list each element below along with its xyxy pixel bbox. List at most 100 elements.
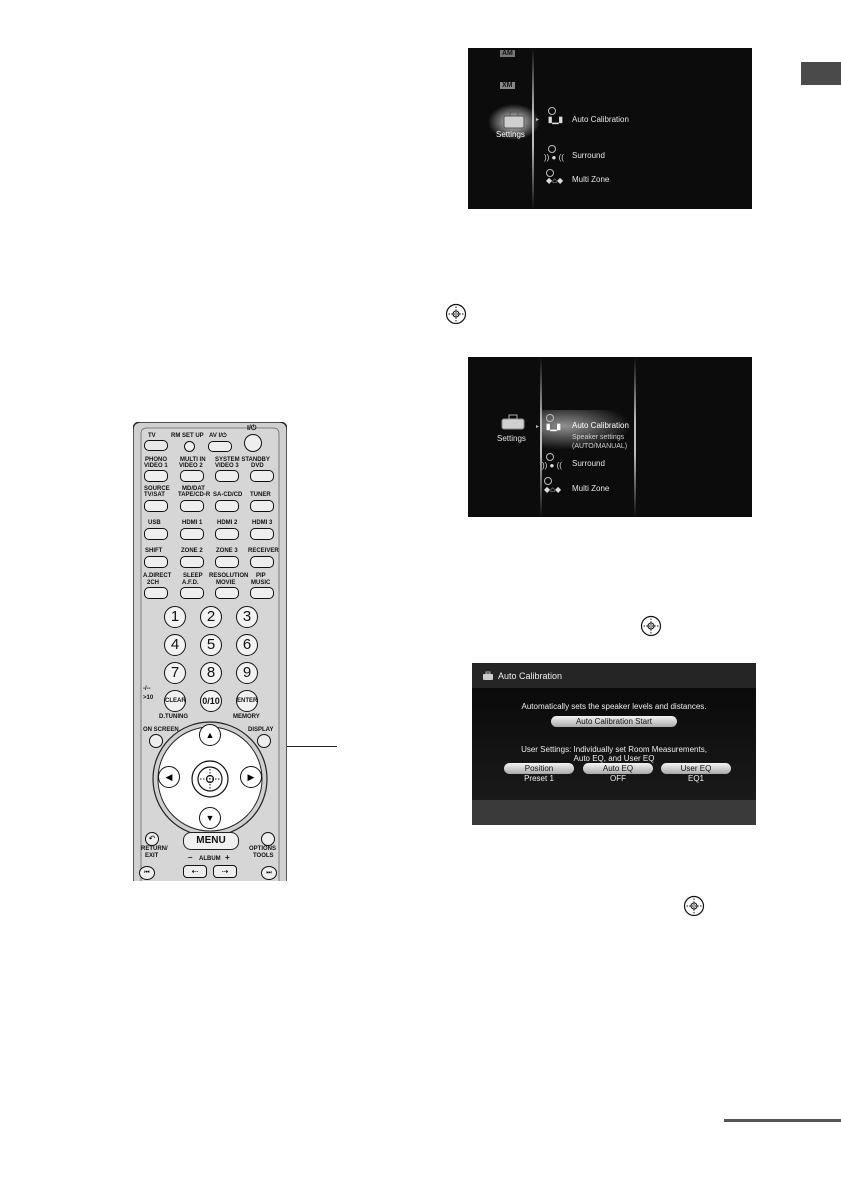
auto-calibration-start-button[interactable]: Auto Calibration Start	[551, 716, 677, 727]
selection-highlight	[542, 410, 632, 450]
music-label: MUSIC	[251, 580, 271, 586]
remote-control: TV RM SET UP AV I/⏻ I/⏻ PHONO VIDEO 1 MU…	[133, 422, 287, 881]
album-label: ALBUM	[199, 856, 221, 862]
shift-label: SHIFT	[145, 548, 163, 554]
av-power-button[interactable]	[208, 441, 232, 452]
status-dot-icon	[546, 169, 554, 177]
rm-set-up-label: RM SET UP	[171, 433, 204, 439]
options-button[interactable]	[261, 832, 275, 846]
position-button[interactable]: Position	[504, 763, 574, 774]
md-dat-label: MD/DAT	[182, 486, 205, 492]
menu-item-multi-zone[interactable]: Multi Zone	[572, 484, 610, 493]
number-7-button[interactable]: 7	[164, 662, 186, 684]
status-dot-icon	[548, 145, 556, 153]
user-eq-button[interactable]: User EQ	[661, 763, 731, 774]
d-tuning-label: D.TUNING	[159, 714, 188, 720]
menu-item-surround[interactable]: Surround	[572, 151, 605, 160]
album-plus-button[interactable]: ⇢	[213, 865, 237, 878]
settings-toolbox-icon	[501, 414, 525, 430]
album-minus-button[interactable]: ⇠	[183, 865, 207, 878]
dvd-label: DVD	[251, 463, 264, 469]
hdmi2-button[interactable]	[215, 528, 239, 540]
enter-button[interactable]: ENTER	[236, 690, 258, 712]
shift-button[interactable]	[144, 556, 168, 568]
left-arrow-button[interactable]: ◀	[158, 766, 180, 788]
return-arrow-icon[interactable]: ↶	[145, 832, 159, 846]
calibration-description: Automatically sets the speaker levels an…	[521, 702, 707, 711]
tv-sat-button[interactable]	[144, 500, 168, 512]
number-6-button[interactable]: 6	[236, 634, 258, 656]
on-screen-button[interactable]	[149, 734, 163, 748]
selection-arrow-icon: ▸	[536, 424, 540, 430]
number-9-button[interactable]: 9	[236, 662, 258, 684]
up-arrow-button[interactable]: ▲	[199, 724, 221, 746]
display-button[interactable]	[257, 734, 271, 748]
status-dot-icon	[546, 453, 554, 461]
number-8-button[interactable]: 8	[200, 662, 222, 684]
music-button[interactable]	[250, 587, 274, 599]
system-standby-label: SYSTEM STANDBY	[215, 457, 270, 463]
rm-set-up-button[interactable]	[184, 441, 195, 452]
menu-screen-1: AM XM Settings ▸ ▮▁▮ Auto Calibration ))…	[468, 48, 752, 209]
display-label: DISPLAY	[248, 727, 274, 733]
center-enter-button[interactable]	[196, 765, 224, 793]
2ch-button[interactable]	[144, 587, 168, 599]
user-eq-value: EQ1	[687, 774, 704, 783]
movie-button[interactable]	[215, 587, 239, 599]
tv-button[interactable]	[144, 440, 168, 451]
hdmi3-button[interactable]	[250, 528, 274, 540]
next-track-icon[interactable]: ⏭	[261, 866, 277, 880]
speaker-icon: ▮▁▮	[546, 422, 561, 431]
zero10-button[interactable]: 0/10	[200, 690, 222, 712]
number-1-button[interactable]: 1	[164, 606, 186, 628]
tuner-button[interactable]	[250, 500, 274, 512]
power-button[interactable]	[244, 434, 262, 452]
tools-label: TOOLS	[253, 853, 274, 859]
tuner-label: TUNER	[250, 492, 271, 498]
options-label: OPTIONS	[249, 846, 277, 852]
number-2-button[interactable]: 2	[200, 606, 222, 628]
menu-button[interactable]: MENU	[183, 832, 239, 850]
tape-cdr-button[interactable]	[180, 500, 204, 512]
clear-button[interactable]: CLEAR	[164, 690, 186, 712]
hdmi1-button[interactable]	[180, 528, 204, 540]
hdmi1-label: HDMI 1	[182, 520, 203, 526]
number-5-button[interactable]: 5	[200, 634, 222, 656]
number-3-button[interactable]: 3	[236, 606, 258, 628]
calibration-title: Auto Calibration	[498, 671, 563, 681]
menu-separator	[634, 357, 636, 517]
zone3-button[interactable]	[215, 556, 239, 568]
hdmi2-label: HDMI 2	[217, 520, 238, 526]
video3-button[interactable]	[215, 470, 239, 482]
menu-item-auto-calibration[interactable]: Auto Calibration	[572, 421, 629, 430]
calibration-header: Auto Calibration	[472, 663, 756, 688]
menu-item-settings[interactable]: Settings	[497, 434, 526, 443]
usb-label: USB	[148, 520, 161, 526]
usb-button[interactable]	[144, 528, 168, 540]
xm-icon: XM	[500, 82, 515, 89]
number-4-button[interactable]: 4	[164, 634, 186, 656]
sacd-cd-button[interactable]	[215, 500, 239, 512]
menu-item-surround[interactable]: Surround	[572, 459, 605, 468]
menu-item-multi-zone[interactable]: Multi Zone	[572, 175, 610, 184]
previous-track-icon[interactable]: ⏮	[139, 866, 155, 880]
right-arrow-button[interactable]: ▶	[240, 766, 262, 788]
video3-label: VIDEO 3	[215, 463, 239, 469]
zone2-button[interactable]	[180, 556, 204, 568]
tv-sat-label: TV/SAT	[144, 492, 165, 498]
gt10-label: >10	[143, 695, 154, 701]
down-arrow-button[interactable]: ▼	[199, 807, 221, 829]
receiver-button[interactable]	[250, 556, 274, 568]
menu-item-auto-calibration[interactable]: Auto Calibration	[572, 115, 629, 124]
settings-toolbox-icon	[488, 104, 540, 140]
dvd-button[interactable]	[250, 470, 274, 482]
menu-item-settings[interactable]: Settings	[496, 130, 525, 139]
afd-button[interactable]	[180, 587, 204, 599]
multi-zone-icon: ◆⌂◆	[544, 485, 562, 494]
auto-eq-button[interactable]: Auto EQ	[583, 763, 653, 774]
auto-calibration-screen: Auto Calibration Automatically sets the …	[472, 663, 756, 825]
plus-label: +	[225, 853, 230, 862]
sacd-cd-label: SA-CD/CD	[213, 492, 243, 498]
video1-button[interactable]	[144, 470, 168, 482]
video2-button[interactable]	[180, 470, 204, 482]
